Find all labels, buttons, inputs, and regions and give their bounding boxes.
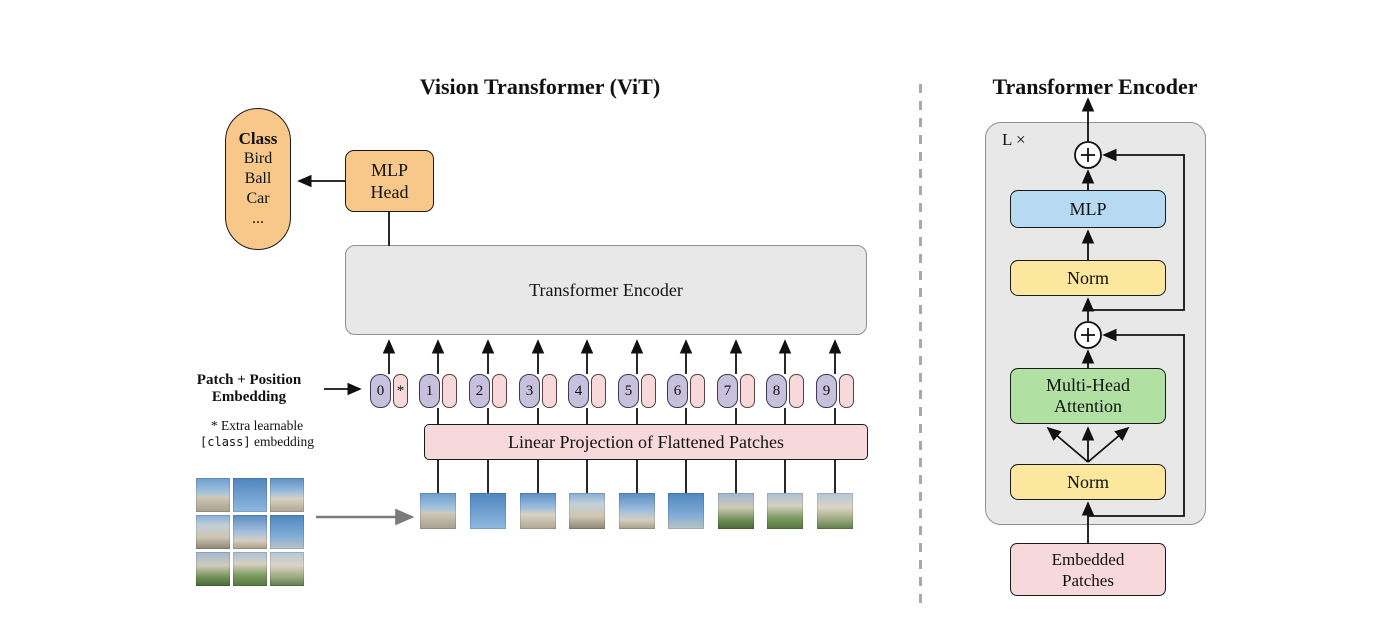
linear-projection-box: Linear Projection of Flattened Patches [424,424,868,460]
class-output-pill: Class Bird Ball Car ... [225,108,291,250]
class-embedding-note: * Extra learnable [class] embedding [182,418,332,450]
image-patch [718,493,754,529]
image-grid-cell [270,478,304,512]
token-index: 4 [568,374,589,408]
patch-embedding-pill [740,374,755,408]
note-line2: [class] embedding [182,434,332,450]
token-to-encoder-arrows [382,339,842,374]
image-patch [520,493,556,529]
mlp-head-box: MLP Head [345,150,434,212]
token-index: 1 [419,374,440,408]
class-label: Class [238,129,278,148]
norm-box-bottom: Norm [1010,464,1166,500]
vit-title: Vision Transformer (ViT) [419,74,661,99]
image-patch [817,493,853,529]
token-group-2: 2 [469,374,507,408]
image-patch [668,493,704,529]
image-grid-cell [196,515,230,549]
token-index: 7 [717,374,738,408]
projection-to-token-stems [437,408,836,425]
multi-head-attention-box: Multi-Head Attention [1010,368,1166,424]
embedded-patches-box: Embedded Patches [1010,543,1166,596]
image-patch [420,493,456,529]
token-group-5: 5 [618,374,656,408]
token-group-7: 7 [717,374,755,408]
token-index: 0 [370,374,391,408]
token-index: 6 [667,374,688,408]
class-token-star: * [396,382,405,399]
encoder-title: Transformer Encoder [992,74,1198,99]
token-group-4: 4 [568,374,606,408]
token-index: 2 [469,374,490,408]
token-group-0: 0 * [370,374,408,408]
image-grid-cell [270,552,304,586]
patch-embedding-pill [641,374,656,408]
image-grid-cell [233,478,267,512]
mlp-box: MLP [1010,190,1166,228]
token-group-3: 3 [519,374,557,408]
image-patch [470,493,506,529]
patch-embedding-pill [542,374,557,408]
layers-count-label: L × [1002,130,1026,149]
token-group-1: 1 [419,374,457,408]
note-line1: * Extra learnable [210,418,304,433]
token-group-6: 6 [667,374,705,408]
patch-position-label: Patch + Position Embedding [196,372,302,405]
patch-embedding-pill [789,374,804,408]
token-index: 9 [816,374,837,408]
patch-embedding-pill [492,374,507,408]
class-token-pill: * [393,374,408,408]
image-grid-cell [233,515,267,549]
transformer-encoder-box: Transformer Encoder [345,245,867,335]
image-patch [569,493,605,529]
token-index: 5 [618,374,639,408]
token-group-8: 8 [766,374,804,408]
token-index: 8 [766,374,787,408]
norm-box-top: Norm [1010,260,1166,296]
image-grid-cell [270,515,304,549]
dashed-divider [919,84,922,608]
image-patch [767,493,803,529]
patch-embedding-pill [690,374,705,408]
image-grid-cell [196,478,230,512]
patch-embedding-pill [591,374,606,408]
note-rest: embedding [250,434,314,449]
patch-embedding-pill [442,374,457,408]
image-patch [619,493,655,529]
patch-to-projection-stems [437,460,836,493]
image-grid-cell [233,552,267,586]
image-grid-cell [196,552,230,586]
token-index: 3 [519,374,540,408]
note-code: [class] [200,435,251,449]
patch-embedding-pill [839,374,854,408]
class-examples: Bird Ball Car ... [243,150,273,227]
token-group-9: 9 [816,374,854,408]
